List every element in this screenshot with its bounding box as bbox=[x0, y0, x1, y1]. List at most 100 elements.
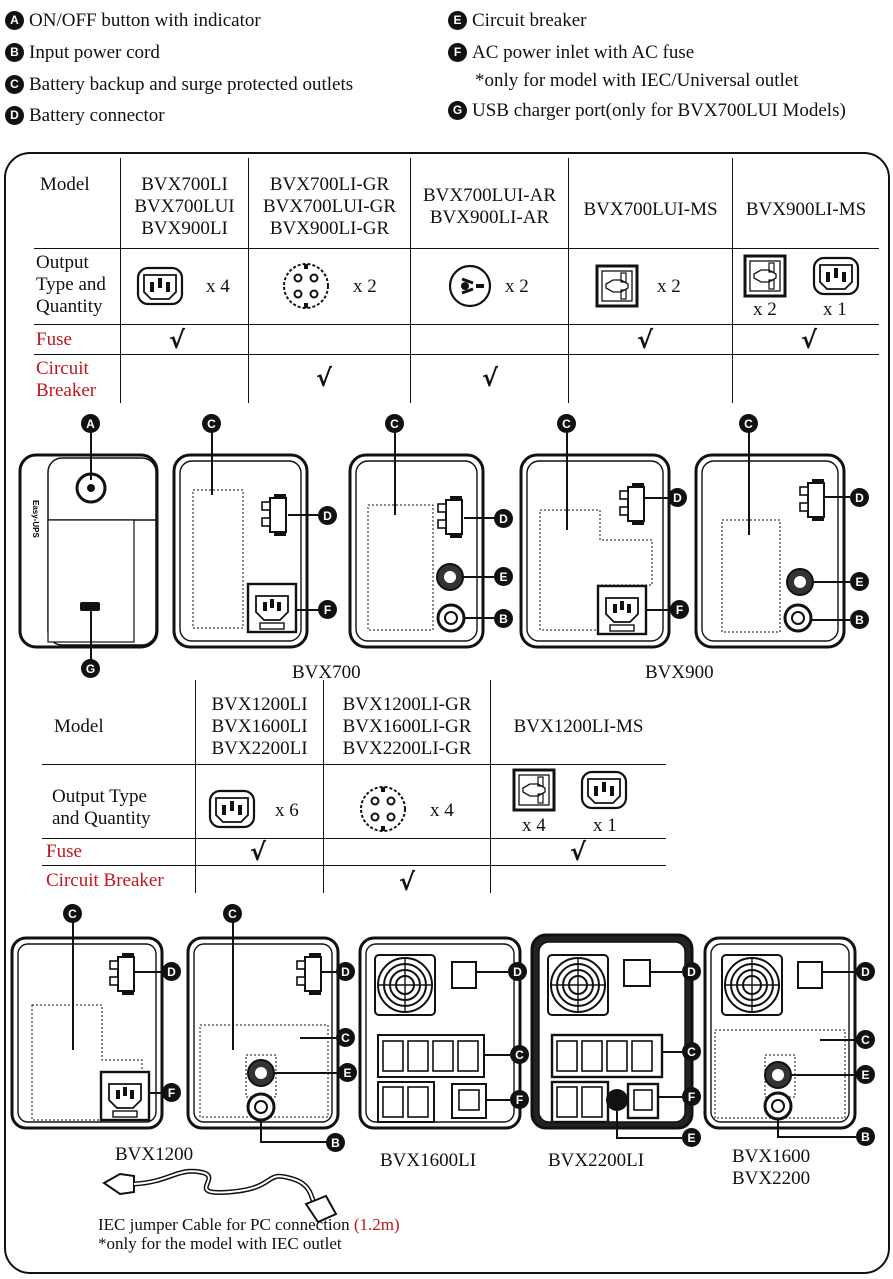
universal-outlet-icon bbox=[512, 768, 556, 812]
callout-d: D bbox=[682, 962, 701, 981]
callout-c: C bbox=[202, 414, 221, 433]
label-line: Output bbox=[36, 252, 89, 273]
label-line: Type and bbox=[36, 274, 106, 295]
schuko-outlet-icon bbox=[283, 263, 329, 309]
table2-qty-4: x 1 bbox=[593, 815, 617, 836]
callout-c: C bbox=[856, 1030, 875, 1049]
model-name: BVX2200LI bbox=[211, 738, 308, 759]
caption-bvx1600-bvx2200: BVX1600 BVX2200 bbox=[732, 1146, 810, 1190]
legend-item-e: E Circuit breaker bbox=[448, 10, 586, 31]
table1-qty-1: x 4 bbox=[206, 276, 230, 297]
model-name: BVX1600LI-GR bbox=[342, 716, 472, 737]
check-mark: √ bbox=[250, 838, 267, 866]
callout-c: C bbox=[682, 1042, 701, 1061]
callout-e: E bbox=[494, 567, 513, 586]
callout-g: G bbox=[81, 659, 100, 678]
content-frame bbox=[4, 152, 890, 1274]
callout-f: F bbox=[318, 600, 337, 619]
model-name: BVX700LUI-AR bbox=[423, 185, 556, 206]
ups-rear-view bbox=[348, 432, 494, 649]
cable-text: IEC jumper Cable for PC connection bbox=[98, 1215, 354, 1234]
check-mark: √ bbox=[637, 326, 654, 354]
legend-text-b: Input power cord bbox=[29, 42, 160, 63]
table2-models-col2: BVX1200LI-GR BVX1600LI-GR BVX2200LI-GR bbox=[324, 694, 490, 760]
callout-f: F bbox=[510, 1090, 529, 1109]
legend-text-c: Battery backup and surge protected outle… bbox=[29, 74, 354, 95]
iec-outlet-icon bbox=[208, 789, 256, 829]
callout-d: D bbox=[668, 488, 687, 507]
model-name: BVX700LI-GR bbox=[269, 174, 390, 195]
table2-qty-1: x 6 bbox=[275, 800, 299, 821]
legend-text-e: Circuit breaker bbox=[472, 10, 587, 31]
model-name: BVX900LI-MS bbox=[745, 199, 867, 220]
callout-c: C bbox=[385, 414, 404, 433]
table1-model-label: Model bbox=[40, 174, 90, 195]
universal-outlet-icon bbox=[595, 264, 639, 308]
legend-badge-a: A bbox=[5, 11, 24, 30]
legend-text-f-note: *only for model with IEC/Universal outle… bbox=[475, 70, 799, 91]
table1-qty-4: x 2 bbox=[657, 276, 681, 297]
callout-d: D bbox=[850, 488, 869, 507]
ups-rear-view bbox=[186, 922, 340, 1143]
model-name: BVX1200LI-MS bbox=[513, 716, 644, 737]
label-line: Circuit bbox=[36, 358, 89, 379]
table2-qty-3: x 4 bbox=[522, 815, 546, 836]
table1-output-label: Output Type and Quantity bbox=[36, 252, 106, 318]
callout-d: D bbox=[318, 506, 337, 525]
callout-e: E bbox=[682, 1128, 701, 1147]
label-line: and Quantity bbox=[52, 808, 151, 829]
legend-badge-e: E bbox=[448, 11, 467, 30]
callout-d: D bbox=[508, 962, 527, 981]
table1-models-col2: BVX700LI-GR BVX700LUI-GR BVX900LI-GR bbox=[249, 174, 410, 240]
callout-a: A bbox=[81, 414, 100, 433]
table2-qty-2: x 4 bbox=[430, 800, 454, 821]
table1-fuse-label: Fuse bbox=[36, 329, 72, 350]
check-mark: √ bbox=[482, 364, 499, 392]
iec-outlet-icon bbox=[136, 266, 184, 306]
callout-d: D bbox=[856, 962, 875, 981]
table1-breaker-label: Circuit Breaker bbox=[36, 358, 96, 402]
label-line: Output Type bbox=[52, 786, 147, 807]
callout-d: D bbox=[494, 509, 513, 528]
caption-bvx1200: BVX1200 bbox=[115, 1144, 194, 1165]
legend-badge-d: D bbox=[5, 106, 24, 125]
legend-text-g: USB charger port(only for BVX700LUI Mode… bbox=[472, 100, 846, 121]
table1-qty-5: x 2 bbox=[753, 299, 777, 320]
table2-fuse-label: Fuse bbox=[46, 841, 82, 862]
callout-c: C bbox=[223, 904, 242, 923]
legend-badge-f: F bbox=[448, 43, 467, 62]
callout-f: F bbox=[682, 1087, 701, 1106]
iec-outlet-icon bbox=[812, 256, 860, 296]
argentina-outlet-icon bbox=[448, 264, 492, 308]
callout-e: E bbox=[338, 1063, 357, 1082]
legend-note-f: *only for model with IEC/Universal outle… bbox=[475, 70, 798, 91]
caption-bvx2200li: BVX2200LI bbox=[548, 1150, 645, 1171]
callout-b: B bbox=[850, 610, 869, 629]
table2-model-label: Model bbox=[54, 716, 104, 737]
callout-d: D bbox=[162, 962, 181, 981]
check-mark: √ bbox=[316, 364, 333, 392]
caption-bvx700: BVX700 bbox=[292, 662, 361, 683]
ups-rear-view bbox=[530, 933, 694, 1139]
model-name: BVX700LUI bbox=[134, 196, 235, 217]
model-name: BVX700LUI-GR bbox=[263, 196, 396, 217]
table1-models-col1: BVX700LI BVX700LUI BVX900LI bbox=[121, 174, 248, 240]
ups-front-view: Easy-UPS bbox=[18, 432, 159, 660]
ups-rear-view bbox=[358, 936, 522, 1130]
table2-breaker-label: Circuit Breaker bbox=[46, 870, 164, 891]
check-mark: √ bbox=[570, 838, 587, 866]
svg-text:Easy-UPS: Easy-UPS bbox=[31, 500, 40, 538]
caption-line: BVX2200 bbox=[732, 1168, 811, 1189]
legend-badge-b: B bbox=[5, 43, 24, 62]
check-mark: √ bbox=[399, 868, 416, 896]
callout-b: B bbox=[856, 1127, 875, 1146]
ups-rear-view bbox=[694, 432, 850, 649]
schuko-outlet-icon bbox=[360, 786, 406, 832]
model-name: BVX2200LI-GR bbox=[342, 738, 472, 759]
iec-jumper-cable-icon bbox=[102, 1168, 338, 1224]
callout-c: C bbox=[63, 904, 82, 923]
